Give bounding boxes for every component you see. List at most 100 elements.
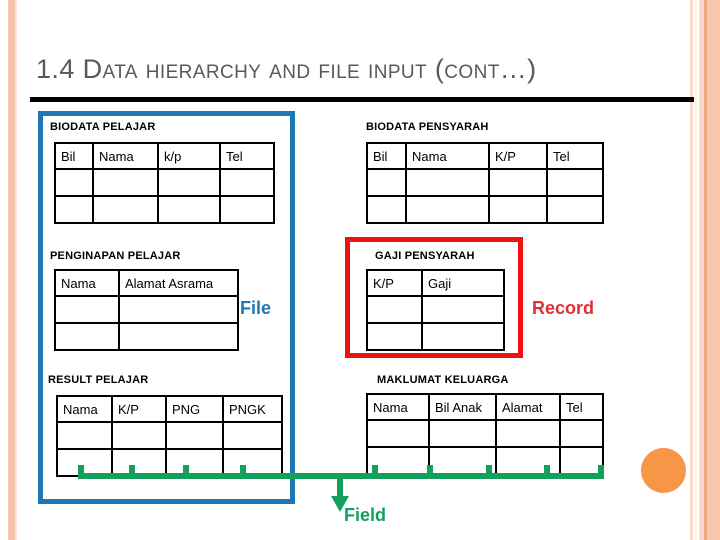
caption-result-pelajar: RESULT PELAJAR: [48, 374, 149, 386]
field-annotation-label: Field: [344, 505, 387, 525]
table-penginapan-pelajar: Nama Alamat Asrama: [54, 269, 239, 351]
column-header: K/P: [488, 142, 548, 170]
right-edge-stripe-3: [699, 0, 704, 540]
page-title: 1.4 Data hierarchy and file input (cont……: [36, 54, 676, 85]
left-edge-stripe-outer: [8, 0, 15, 540]
caption-maklumat-keluarga: MAKLUMAT KELUARGA: [377, 374, 509, 386]
right-edge-stripe-4: [704, 0, 707, 540]
table-row: [54, 168, 275, 197]
file-grouping-box: [38, 111, 295, 504]
record-grouping-box: [345, 237, 523, 358]
right-edge-stripe-5: [707, 0, 720, 540]
table-row: K/P Gaji: [366, 269, 505, 297]
page-title-text: Data hierarchy and file input (cont…): [82, 54, 537, 84]
column-header: Tel: [546, 142, 604, 170]
empty-cell: [366, 168, 407, 197]
empty-cell: [111, 448, 167, 477]
empty-cell: [118, 322, 239, 351]
page-title-number: 1.4: [36, 54, 75, 84]
empty-cell: [421, 322, 505, 351]
empty-cell: [405, 195, 490, 224]
empty-cell: [54, 168, 94, 197]
table-row: Bil Nama K/P Tel: [366, 142, 604, 170]
column-header: PNGK: [222, 395, 283, 423]
table-maklumat-keluarga: Nama Bil Anak Alamat Tel: [366, 393, 604, 475]
empty-cell: [111, 421, 167, 450]
right-edge-stripe-1: [690, 0, 693, 540]
empty-cell: [54, 195, 94, 224]
empty-cell: [54, 295, 120, 324]
table-row: Nama K/P PNG PNGK: [56, 395, 283, 423]
empty-cell: [366, 295, 423, 324]
table-row: [54, 322, 239, 351]
table-biodata-pensyarah: Bil Nama K/P Tel: [366, 142, 604, 224]
column-header: Nama: [92, 142, 159, 170]
column-header: k/p: [157, 142, 221, 170]
empty-cell: [559, 419, 604, 448]
column-header: Nama: [56, 395, 113, 423]
empty-cell: [428, 419, 497, 448]
empty-cell: [92, 168, 159, 197]
empty-cell: [56, 448, 113, 477]
column-header: Bil: [54, 142, 94, 170]
column-header: Tel: [219, 142, 275, 170]
empty-cell: [366, 195, 407, 224]
caption-biodata-pensyarah: BIODATA PENSYARAH: [366, 121, 489, 133]
empty-cell: [546, 168, 604, 197]
column-header: Alamat: [495, 393, 561, 421]
empty-cell: [219, 195, 275, 224]
caption-biodata-pelajar: BIODATA PELAJAR: [50, 121, 156, 133]
table-row: [54, 295, 239, 324]
field-connector-graphic: [78, 465, 604, 512]
table-row: [366, 168, 604, 197]
column-header: Tel: [559, 393, 604, 421]
empty-cell: [118, 295, 239, 324]
table-row: [56, 421, 283, 450]
table-row: Nama Bil Anak Alamat Tel: [366, 393, 604, 421]
column-header: K/P: [111, 395, 167, 423]
table-row: [56, 448, 283, 477]
table-gaji-pensyarah: K/P Gaji: [366, 269, 505, 351]
empty-cell: [495, 446, 561, 475]
empty-cell: [495, 419, 561, 448]
empty-cell: [366, 419, 430, 448]
table-row: [366, 322, 505, 351]
title-underline-rule: [30, 97, 694, 102]
column-header: Alamat Asrama: [118, 269, 239, 297]
table-row: [366, 419, 604, 448]
caption-gaji-pensyarah: GAJI PENSYARAH: [375, 250, 475, 262]
empty-cell: [92, 195, 159, 224]
empty-cell: [157, 195, 221, 224]
empty-cell: [428, 446, 497, 475]
empty-cell: [405, 168, 490, 197]
record-annotation-label: Record: [532, 298, 595, 318]
empty-cell: [56, 421, 113, 450]
column-header: Nama: [366, 393, 430, 421]
empty-cell: [54, 322, 120, 351]
empty-cell: [488, 195, 548, 224]
field-arrow-icon: [331, 476, 349, 512]
table-row: [366, 446, 604, 475]
table-row: [54, 195, 275, 224]
column-header: Nama: [54, 269, 120, 297]
table-row: Bil Nama k/p Tel: [54, 142, 275, 170]
orange-accent-circle: [641, 448, 686, 493]
empty-cell: [488, 168, 548, 197]
empty-cell: [222, 421, 283, 450]
table-biodata-pelajar: Bil Nama k/p Tel: [54, 142, 275, 224]
table-row: [366, 295, 505, 324]
table-row: [366, 195, 604, 224]
table-result-pelajar: Nama K/P PNG PNGK: [56, 395, 283, 477]
empty-cell: [421, 295, 505, 324]
column-header: Gaji: [421, 269, 505, 297]
right-edge-stripe-2: [695, 0, 697, 540]
caption-penginapan-pelajar: PENGINAPAN PELAJAR: [50, 250, 181, 262]
empty-cell: [165, 448, 224, 477]
column-header: K/P: [366, 269, 423, 297]
empty-cell: [165, 421, 224, 450]
file-annotation-label: File: [240, 298, 272, 318]
column-header: Bil Anak: [428, 393, 497, 421]
column-header: Bil: [366, 142, 407, 170]
empty-cell: [157, 168, 221, 197]
